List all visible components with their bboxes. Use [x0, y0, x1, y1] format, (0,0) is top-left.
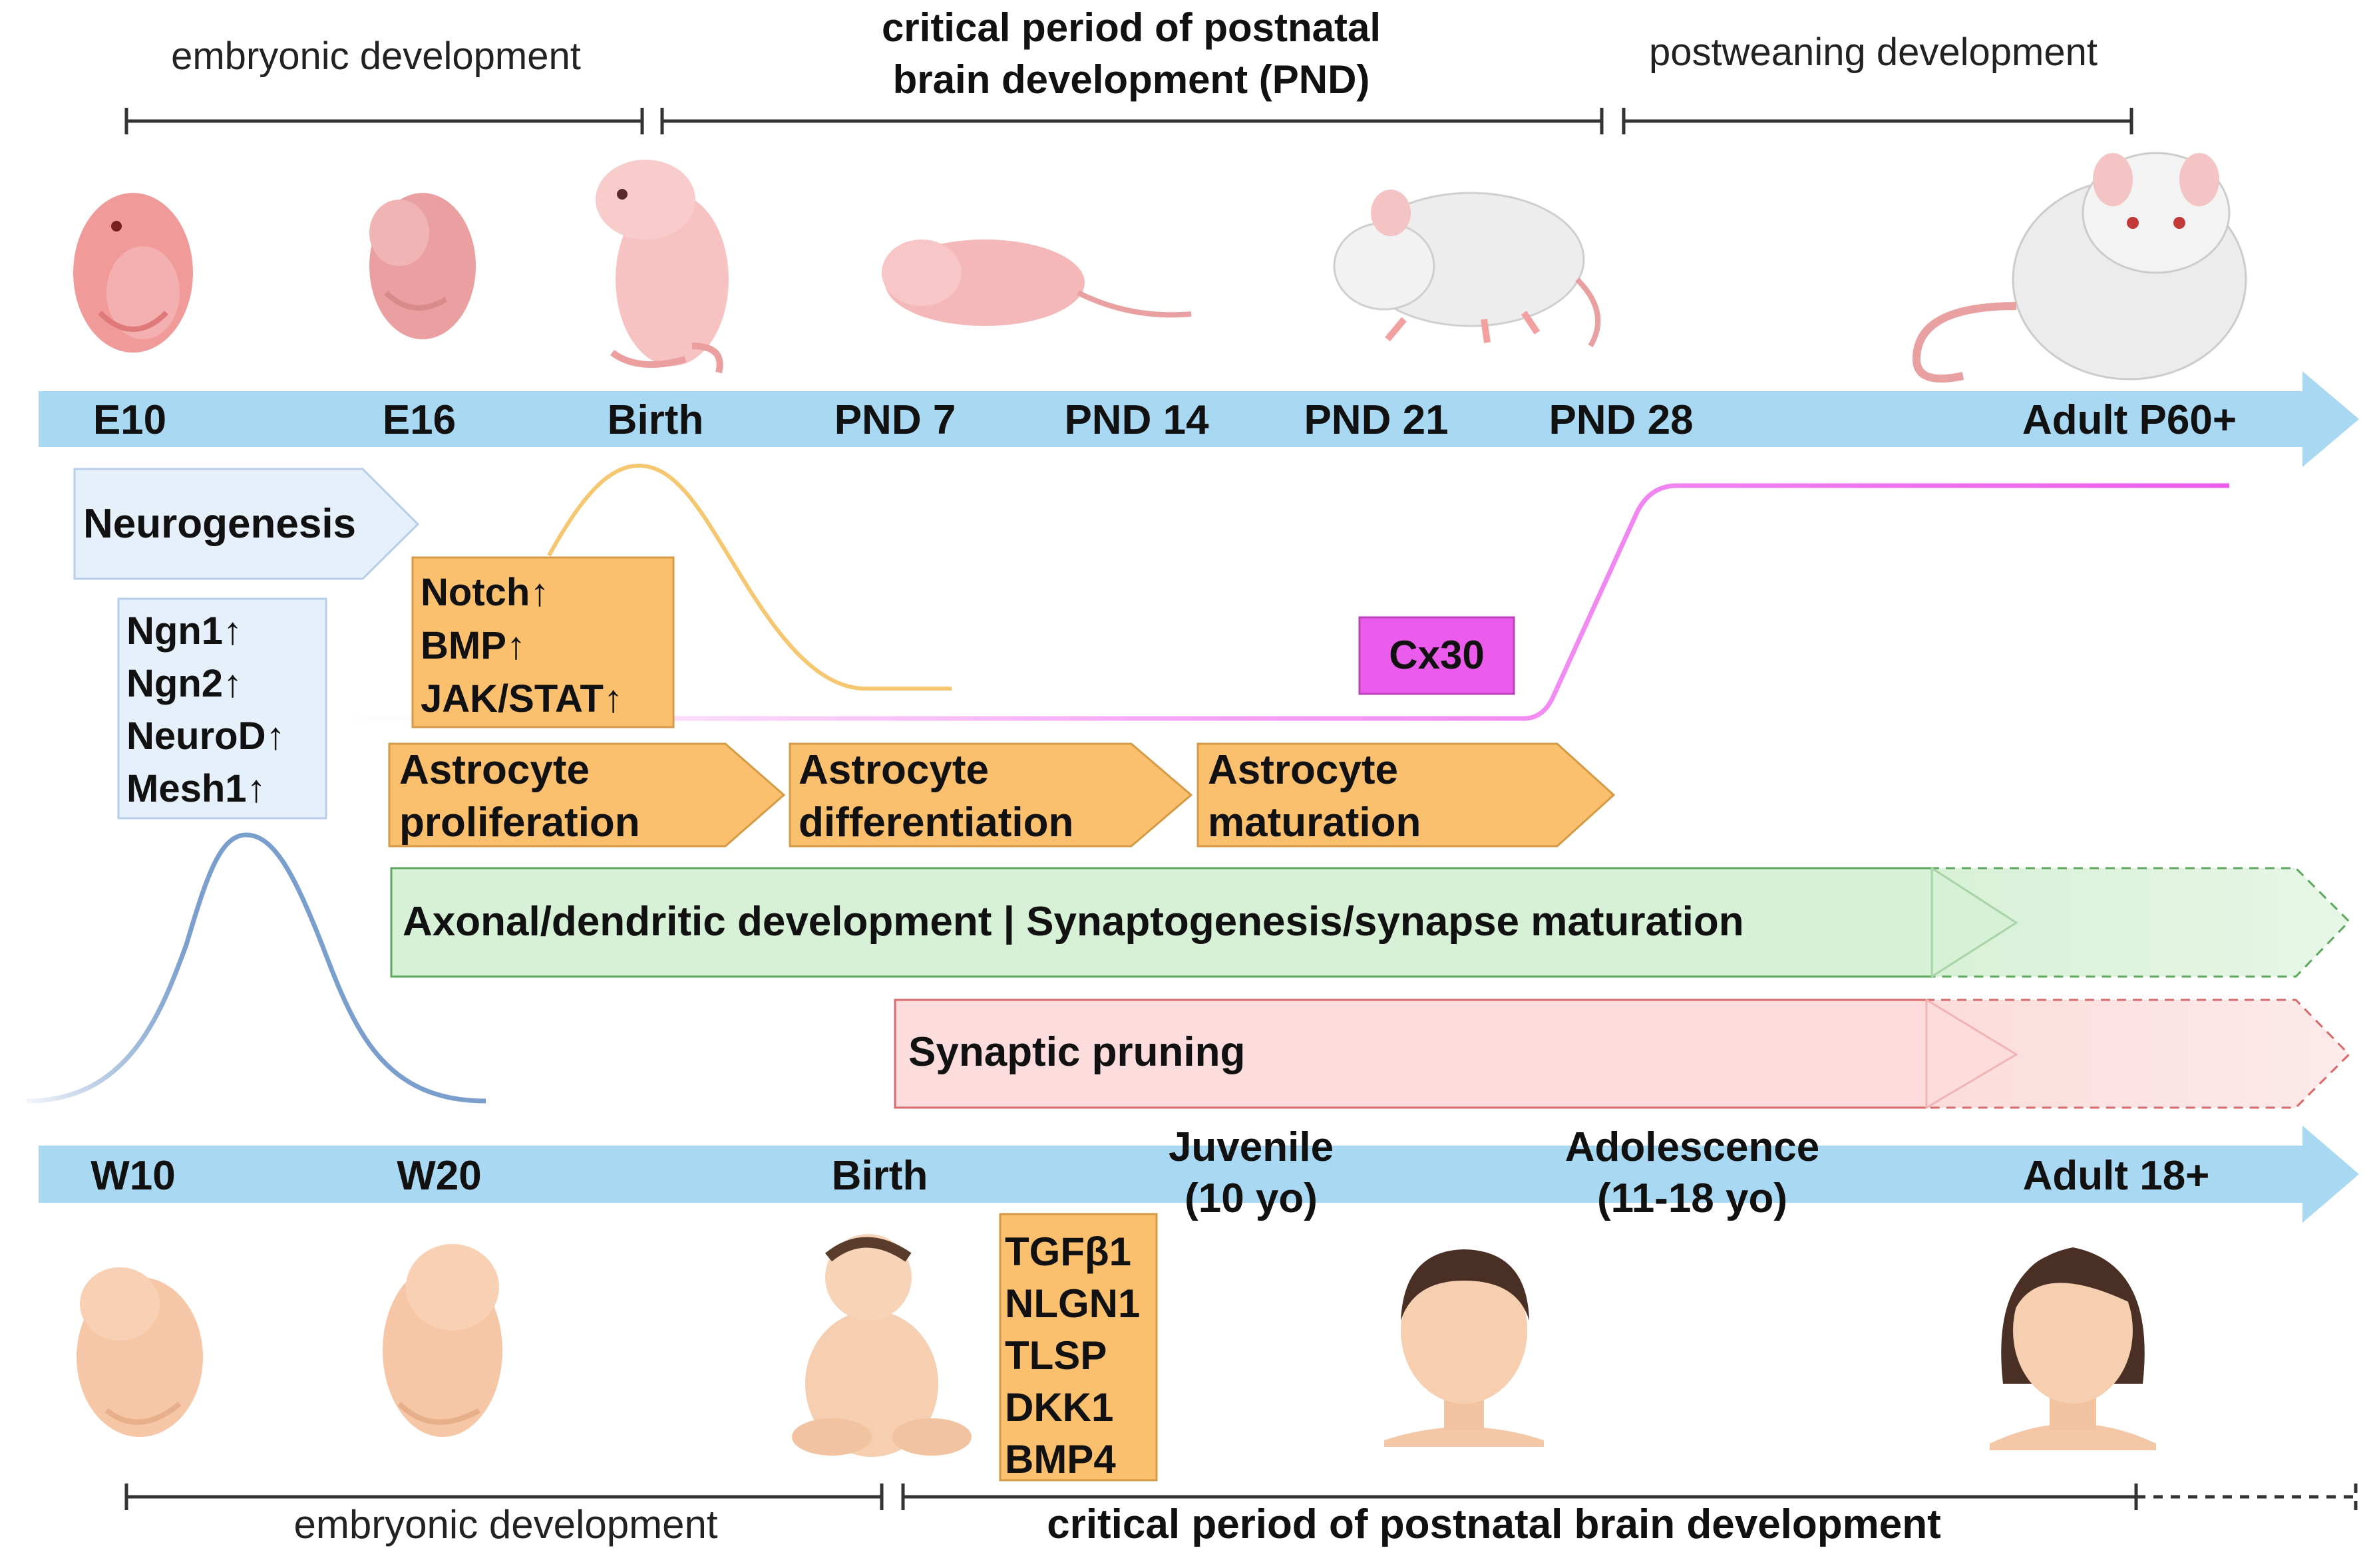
axonal-arrowhead: [1930, 866, 2018, 979]
human-w10-embryo: [77, 1267, 203, 1437]
rodent-adult-rat: [1912, 152, 2247, 383]
human-embryonic-label: embryonic development: [293, 1502, 717, 1547]
rodent-tick-e10: E10: [93, 397, 166, 443]
human-tick-juvenile-line1: Juvenile: [1169, 1124, 1334, 1170]
rodent-tick-pnd7: PND 7: [834, 397, 956, 443]
astrocyte-signal-curve: [547, 463, 952, 691]
axonal-development-label: Axonal/dendritic development | Synaptoge…: [403, 899, 1744, 945]
neuro-gene-item: Ngn2↑: [126, 662, 242, 705]
neuro-gene-item: NeuroD↑: [126, 714, 285, 758]
rodent-newborn-pup: [596, 160, 729, 374]
synaptic-pruning-bar: [894, 999, 1928, 1109]
rodent-pnd7-pup: [882, 239, 1192, 326]
astro-proliferation-line1: Astrocyte: [399, 747, 590, 793]
rodent-critical-label-line2: brain development (PND): [893, 57, 1370, 102]
human-tick-juvenile-line2: (10 yo): [1185, 1176, 1318, 1221]
axonal-development-bar: [390, 867, 1933, 978]
human-timeline-arrow: [39, 1126, 2359, 1223]
astro-differentiation-arrow: [789, 742, 1193, 848]
rodent-e10-embryo: [73, 193, 193, 353]
astro-signal-item: JAK/STAT↑: [421, 677, 623, 720]
human-factor-item: TLSP: [1005, 1333, 1107, 1378]
neurogenesis-label: Neurogenesis: [83, 501, 356, 547]
rodent-tick-pnd21: PND 21: [1304, 397, 1448, 443]
neuro-gene-item: Mesh1↑: [126, 767, 266, 810]
astro-signal-item: Notch↑: [421, 571, 549, 614]
rodent-period-brackets: [124, 108, 2133, 134]
cx30-box: [1358, 616, 1515, 695]
rodent-postweaning-label: postweaning development: [1649, 31, 2098, 74]
rodent-embryonic-label: embryonic development: [171, 35, 581, 78]
human-tick-w20: W20: [397, 1153, 481, 1199]
astro-signals-list: Notch↑ BMP↑ JAK/STAT↑: [421, 571, 623, 720]
human-factor-item: NLGN1: [1005, 1281, 1140, 1326]
human-infant: [792, 1234, 972, 1457]
astro-proliferation-arrow: [388, 742, 786, 848]
astro-maturation-arrow: [1196, 742, 1616, 848]
rodent-tick-e16: E16: [383, 397, 456, 443]
human-factor-item: TGFβ1: [1005, 1229, 1131, 1274]
rodent-tick-adult: Adult P60+: [2022, 397, 2237, 443]
cx30-expression-curve: [346, 483, 2229, 721]
astro-maturation-line1: Astrocyte: [1208, 747, 1398, 793]
human-period-brackets: [124, 1484, 2358, 1510]
human-tick-w10: W10: [91, 1153, 175, 1199]
rodent-timeline-arrow: [39, 371, 2359, 467]
neuro-genes-box: [117, 597, 327, 820]
rodent-e16-embryo: [369, 193, 476, 339]
human-juvenile-face: [1384, 1249, 1544, 1447]
neurogenesis-curve: [26, 832, 486, 1104]
human-tick-birth: Birth: [832, 1153, 928, 1199]
astro-differentiation-line1: Astrocyte: [799, 747, 989, 793]
astro-differentiation-line2: differentiation: [799, 800, 1073, 846]
human-tick-adolescence-line1: Adolescence: [1565, 1124, 1820, 1170]
human-tick-adolescence-line2: (11-18 yo): [1597, 1176, 1787, 1221]
human-factor-item: DKK1: [1005, 1385, 1113, 1430]
human-critical-label: critical period of postnatal brain devel…: [1047, 1501, 1941, 1547]
human-timeline-labels: W10 W20 Birth Juvenile (10 yo) Adolescen…: [91, 1124, 2209, 1221]
human-w20-fetus: [383, 1244, 502, 1437]
rodent-timeline-labels: E10 E16 Birth PND 7 PND 14 PND 21 PND 28…: [93, 397, 2237, 443]
astro-signal-item: BMP↑: [421, 624, 526, 667]
human-factors-list: TGFβ1 NLGN1 TLSP DKK1 BMP4: [1005, 1229, 1140, 1482]
neurogenesis-arrow: [73, 468, 420, 580]
pruning-arrowhead: [1925, 998, 2018, 1110]
rodent-tick-pnd14: PND 14: [1064, 397, 1209, 443]
cx30-label: Cx30: [1389, 633, 1484, 677]
astro-maturation-line2: maturation: [1208, 800, 1421, 846]
human-factor-item: BMP4: [1005, 1437, 1116, 1482]
rodent-critical-label-line1: critical period of postnatal: [882, 5, 1381, 50]
synaptic-pruning-label: Synaptic pruning: [908, 1029, 1245, 1075]
astro-proliferation-line2: proliferation: [399, 800, 640, 846]
neuro-genes-list: Ngn1↑ Ngn2↑ NeuroD↑ Mesh1↑: [126, 609, 285, 810]
rodent-tick-pnd28: PND 28: [1549, 397, 1693, 443]
human-adult-face: [1990, 1247, 2156, 1450]
neuro-gene-item: Ngn1↑: [126, 609, 242, 653]
rodent-pnd21-rat: [1333, 190, 1601, 348]
human-tick-adult: Adult 18+: [2023, 1153, 2210, 1199]
astro-signals-box: [411, 556, 675, 728]
rodent-tick-birth: Birth: [608, 397, 704, 443]
human-factors-box: [999, 1213, 1158, 1482]
